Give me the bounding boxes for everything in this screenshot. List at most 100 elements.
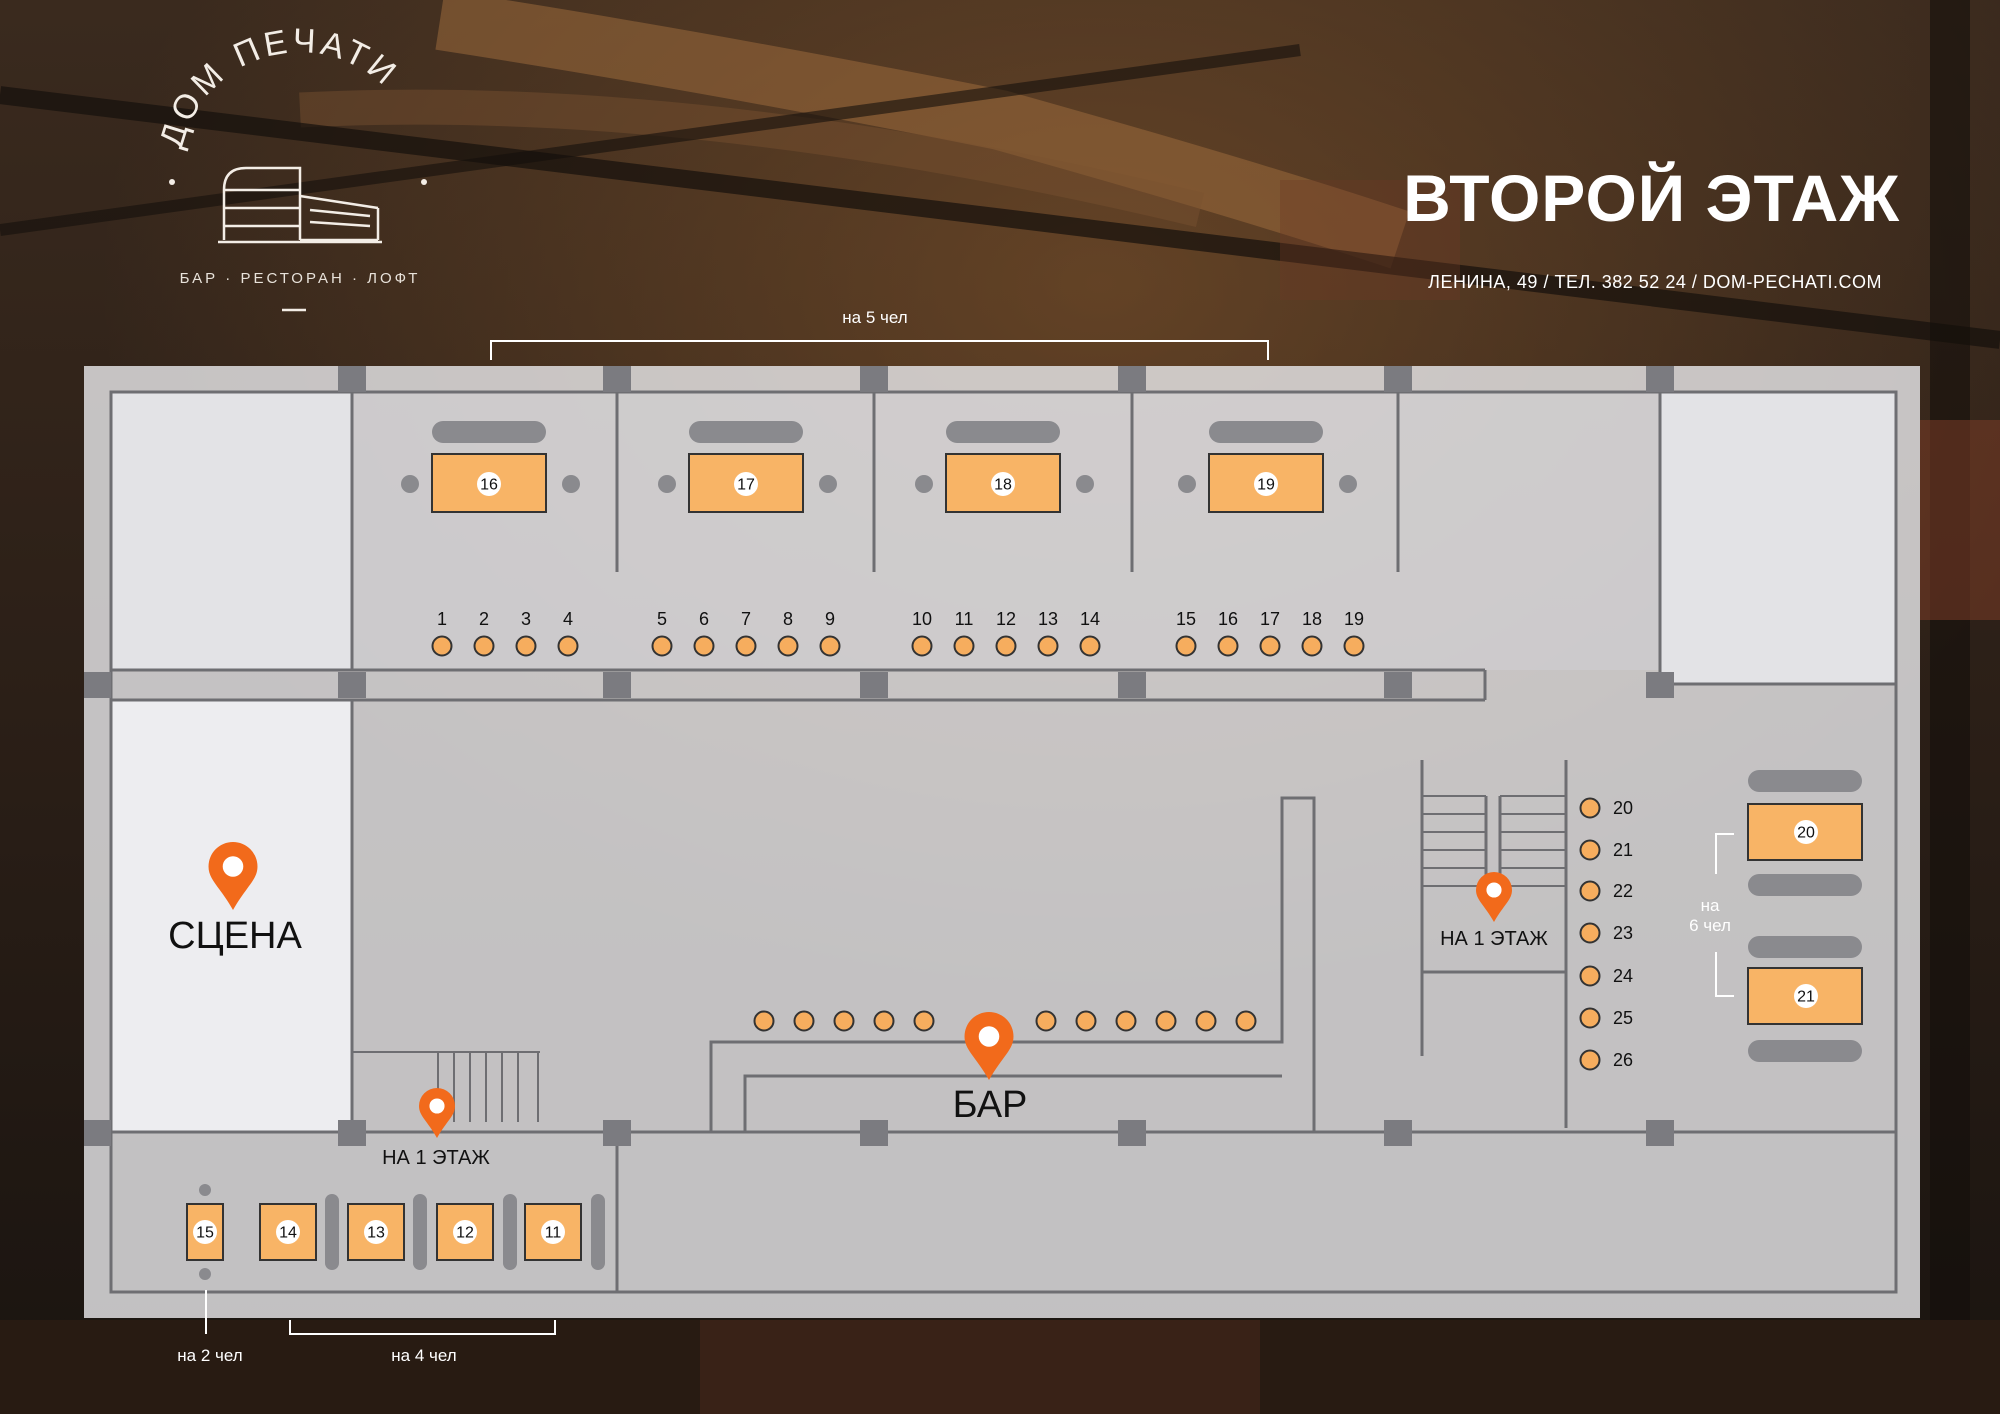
stage-area <box>111 700 352 1132</box>
bar-stool[interactable] <box>753 1010 775 1032</box>
bar-seat-16[interactable] <box>1217 635 1239 657</box>
bar-seat-22[interactable] <box>1579 880 1601 902</box>
sofa <box>946 421 1060 443</box>
stairs-left <box>352 1051 540 1122</box>
bar-stool[interactable] <box>833 1010 855 1032</box>
bar-seat-23[interactable] <box>1579 922 1601 944</box>
sofa <box>1748 770 1862 792</box>
bar-seat-23-label: 23 <box>1613 923 1633 943</box>
chair <box>1076 475 1094 493</box>
bar-counter <box>709 796 1316 1132</box>
bar-seat-5[interactable] <box>651 635 673 657</box>
bench <box>413 1194 427 1270</box>
bar-seat-8-label: 8 <box>783 609 793 629</box>
bar-seat-6[interactable] <box>693 635 715 657</box>
table-17-badge <box>734 472 758 496</box>
bench <box>591 1194 605 1270</box>
bar-seat-20[interactable] <box>1579 797 1601 819</box>
bar-seat-2-label: 2 <box>479 609 489 629</box>
bench <box>503 1194 517 1270</box>
bar-seat-25[interactable] <box>1579 1007 1601 1029</box>
bar-seat-12-label: 12 <box>996 609 1016 629</box>
bar-stool[interactable] <box>1075 1010 1097 1032</box>
chair <box>819 475 837 493</box>
bar-seat-15[interactable] <box>1175 635 1197 657</box>
bar-seat-4[interactable] <box>557 635 579 657</box>
sofa <box>1209 421 1323 443</box>
sofa <box>689 421 803 443</box>
bar-seat-9[interactable] <box>819 635 841 657</box>
bar-seat-4-label: 4 <box>563 609 573 629</box>
bar-stool[interactable] <box>873 1010 895 1032</box>
bar-stool[interactable] <box>1235 1010 1257 1032</box>
bar-seat-1[interactable] <box>431 635 453 657</box>
bar-seat-7[interactable] <box>735 635 757 657</box>
bar-seat-26[interactable] <box>1579 1049 1601 1071</box>
capacity-brackets <box>205 340 1734 1335</box>
bar-seat-3[interactable] <box>515 635 537 657</box>
floor-title: ВТОРОЙ ЭТАЖ <box>1403 161 1900 235</box>
bar-seat-11-label: 11 <box>955 609 974 629</box>
sofa <box>1748 1040 1862 1062</box>
bar-seat-26-label: 26 <box>1613 1050 1633 1070</box>
bar-seat-14[interactable] <box>1079 635 1101 657</box>
bar-seat-8[interactable] <box>777 635 799 657</box>
walls <box>109 390 1898 1294</box>
bar-seat-3-label: 3 <box>521 609 531 629</box>
table-19-number: 19 <box>1257 477 1275 494</box>
table-16[interactable] <box>431 453 547 513</box>
bar-seat-24[interactable] <box>1579 965 1601 987</box>
bar-stool[interactable] <box>1035 1010 1057 1032</box>
logo-tagline: БАР · РЕСТОРАН · ЛОФТ <box>179 270 421 287</box>
bar-seat-16-label: 16 <box>1218 609 1238 629</box>
bar-seat-11[interactable] <box>953 635 975 657</box>
bar-stool[interactable] <box>913 1010 935 1032</box>
pin-layer <box>208 842 1512 1138</box>
bar-seat-19[interactable] <box>1343 635 1365 657</box>
sofa <box>432 421 546 443</box>
chair <box>401 475 419 493</box>
corner-room-top-right <box>1660 392 1896 684</box>
bar-seat-6-label: 6 <box>699 609 709 629</box>
capacity-label-6-line1: на <box>1700 896 1720 915</box>
stage-label: СЦЕНА <box>168 915 302 957</box>
chair <box>915 475 933 493</box>
bar-seat-17[interactable] <box>1259 635 1281 657</box>
bar-seat-18-label: 18 <box>1302 609 1322 629</box>
address-contacts: ЛЕНИНА, 49 / ТЕЛ. 382 52 24 / DOM-PECHAT… <box>1428 272 1882 292</box>
bar-seat-9-label: 9 <box>825 609 835 629</box>
bar-seat-7-label: 7 <box>741 609 751 629</box>
bar-seat-1-label: 1 <box>437 609 447 629</box>
bar-seat-21[interactable] <box>1579 839 1601 861</box>
table-18-number: 18 <box>994 477 1012 494</box>
table-15-number: 15 <box>196 1225 214 1242</box>
bar-seat-12[interactable] <box>995 635 1017 657</box>
bar-stool[interactable] <box>1115 1010 1137 1032</box>
capacity-label-6-line2: 6 чел <box>1689 916 1731 935</box>
table-21-number: 21 <box>1797 989 1815 1006</box>
bar-stool[interactable] <box>793 1010 815 1032</box>
sofa <box>1748 936 1862 958</box>
bar-seat-2[interactable] <box>473 635 495 657</box>
bar-stool[interactable] <box>1155 1010 1177 1032</box>
bar-seat-14-label: 14 <box>1080 609 1100 629</box>
chair <box>199 1184 211 1196</box>
table-13[interactable] <box>347 1203 405 1261</box>
bar-seat-19-label: 19 <box>1344 609 1364 629</box>
bar-seat-13[interactable] <box>1037 635 1059 657</box>
table-15-badge <box>193 1220 217 1244</box>
table-14-number: 14 <box>279 1225 297 1242</box>
chair <box>1178 475 1196 493</box>
table-13-badge <box>364 1220 388 1244</box>
chair <box>658 475 676 493</box>
bar-label: БАР <box>952 1084 1028 1126</box>
chair <box>562 475 580 493</box>
bar-seat-10[interactable] <box>911 635 933 657</box>
table-13-number: 13 <box>367 1225 385 1242</box>
bar-stool[interactable] <box>1195 1010 1217 1032</box>
bar-seat-18[interactable] <box>1301 635 1323 657</box>
table-11-number: 11 <box>545 1225 562 1242</box>
